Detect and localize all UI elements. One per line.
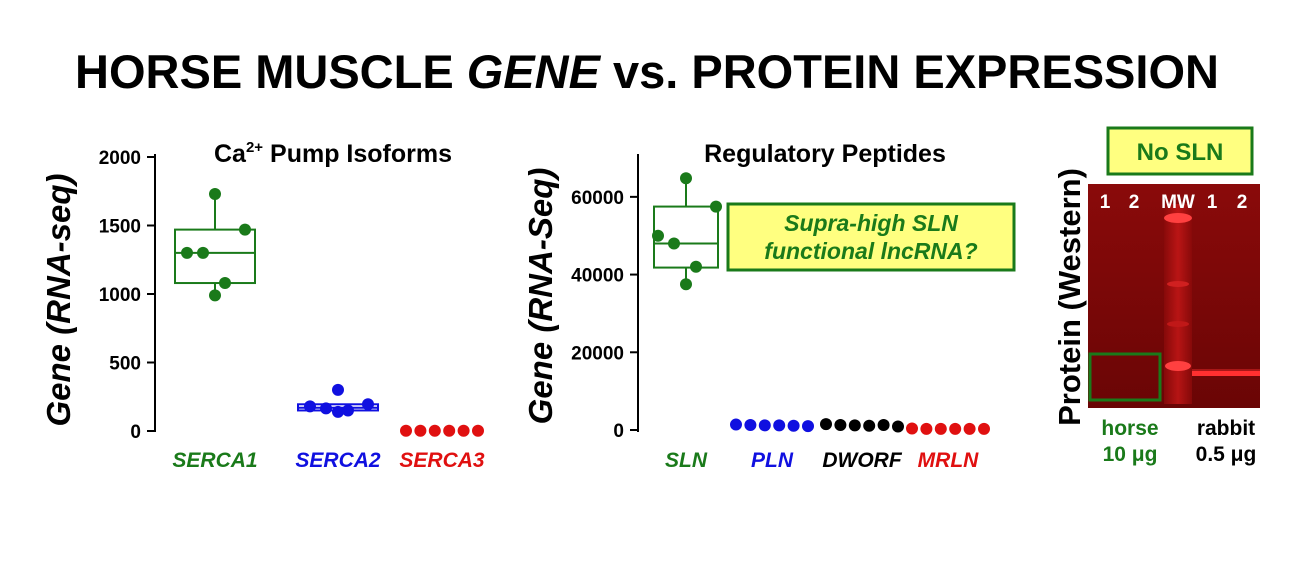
data-point-mrln (963, 422, 976, 435)
data-point-pln (744, 418, 757, 431)
data-point-serca3 (472, 424, 484, 437)
x-label-dworf: DWORF (822, 449, 902, 472)
data-point-sln (710, 200, 722, 213)
data-point-pln (802, 420, 814, 433)
data-point-dworf (877, 418, 890, 431)
no-sln-badge (1106, 126, 1254, 176)
y-tick-label: 0 (613, 421, 624, 442)
x-label-serca1: SERCA1 (172, 449, 257, 472)
annotation-callout-box (726, 202, 1016, 272)
data-point-serca3 (414, 424, 427, 437)
chart1-title: Ca2+ Pump Isoforms (214, 139, 452, 168)
rabbit-amount: 0.5 μg (1196, 443, 1257, 466)
western-blot-image: 1 2 MW 1 2 (1088, 184, 1260, 408)
data-point-sln (690, 260, 702, 273)
data-point-dworf (820, 418, 832, 431)
chart1-y-axis-label: Gene (RNA-seq) (40, 173, 77, 426)
y-tick-label: 60000 (571, 188, 624, 209)
data-point-dworf (863, 419, 876, 432)
data-point-serca3 (400, 424, 412, 437)
x-label-serca3: SERCA3 (399, 449, 485, 472)
lane-label-2: 2 (1129, 192, 1140, 213)
annotation-line-2: functional lncRNA? (764, 238, 977, 264)
data-point-serca3 (428, 424, 441, 437)
data-point-serca2 (342, 404, 354, 417)
chart2-y-axis-label: Gene (RNA-Seq) (522, 168, 559, 425)
x-label-sln: SLN (665, 449, 708, 472)
data-point-dworf (892, 420, 904, 433)
data-point-pln (758, 419, 771, 432)
annotation-line-1: Supra-high SLN (784, 210, 958, 236)
title-part-gene: GENE (466, 45, 600, 98)
y-tick-label: 1000 (99, 285, 141, 306)
y-tick-label: 500 (109, 354, 141, 375)
lane-label-1-rabbit: 1 (1207, 192, 1218, 213)
title-part-protein-expression: vs. PROTEIN EXPRESSION (599, 45, 1219, 98)
data-point-serca1 (197, 246, 209, 259)
data-point-sln (680, 172, 692, 185)
rabbit-label: rabbit (1197, 417, 1255, 440)
no-sln-badge-label: No SLN (1137, 139, 1224, 166)
lane-label-2-rabbit: 2 (1237, 192, 1248, 213)
y-tick-label: 1500 (99, 217, 141, 238)
data-point-pln (773, 419, 786, 432)
x-label-serca2: SERCA2 (295, 449, 381, 472)
horse-amount: 10 μg (1103, 443, 1158, 466)
data-point-serca1 (209, 289, 221, 302)
data-point-serca1 (181, 246, 193, 259)
data-point-mrln (934, 422, 947, 435)
data-point-serca2 (320, 402, 332, 415)
data-point-mrln (920, 422, 933, 435)
data-point-mrln (906, 422, 918, 435)
y-tick-label: 20000 (571, 343, 624, 364)
lane-label-1: 1 (1100, 192, 1111, 213)
box-serca1 (174, 228, 256, 285)
y-tick-label: 0 (130, 422, 141, 443)
chart2-title: Regulatory Peptides (704, 140, 946, 168)
data-point-pln (787, 419, 800, 432)
y-tick-label: 2000 (99, 148, 141, 169)
data-point-dworf (834, 418, 847, 431)
lane-label-mw: MW (1161, 192, 1195, 213)
x-label-pln: PLN (751, 449, 794, 472)
data-point-serca3 (443, 424, 456, 437)
data-point-serca2 (304, 400, 316, 413)
title-part-horse-muscle: HORSE MUSCLE (75, 45, 467, 98)
data-point-serca3 (457, 424, 470, 437)
data-point-serca2 (332, 405, 344, 418)
horse-label: horse (1101, 417, 1158, 440)
x-label-mrln: MRLN (918, 449, 979, 472)
data-point-mrln (949, 422, 962, 435)
data-point-serca2 (362, 398, 374, 411)
horse-lane-highlight-box (1088, 352, 1162, 402)
data-point-dworf (848, 419, 861, 432)
page-title: HORSE MUSCLE GENE vs. PROTEIN EXPRESSION (0, 44, 1294, 99)
data-point-serca1 (209, 187, 221, 200)
data-point-serca1 (239, 223, 251, 236)
data-point-mrln (978, 422, 990, 435)
y-tick-label: 40000 (571, 266, 624, 287)
data-point-pln (730, 418, 742, 431)
data-point-sln (680, 278, 692, 291)
western-axis-label: Protein (Western) (1052, 168, 1087, 426)
data-point-sln (668, 237, 680, 250)
data-point-sln (652, 229, 664, 242)
data-point-serca1 (219, 277, 231, 290)
data-point-serca2 (332, 383, 344, 396)
